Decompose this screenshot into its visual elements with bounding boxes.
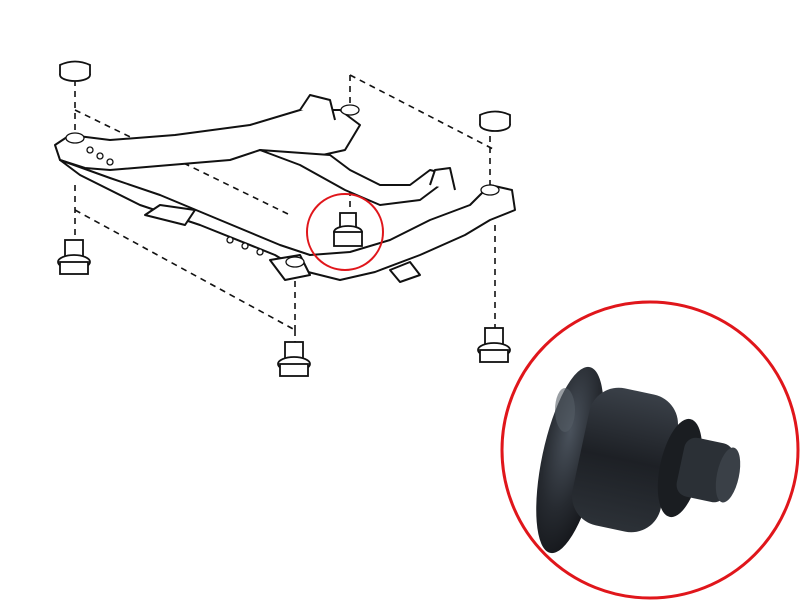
bushing-highlighted (333, 212, 363, 247)
top-mount-right (479, 110, 511, 132)
bushing-bottom (277, 341, 311, 377)
bushing-icons (57, 60, 511, 377)
top-mount-left (59, 60, 91, 82)
highlight-circle-small (306, 193, 384, 271)
bushing-right (477, 327, 511, 363)
bushing-detail-photo (500, 300, 800, 600)
bushing-left (57, 239, 91, 275)
subframe-outline (54, 94, 516, 283)
subframe-holes (65, 104, 500, 268)
